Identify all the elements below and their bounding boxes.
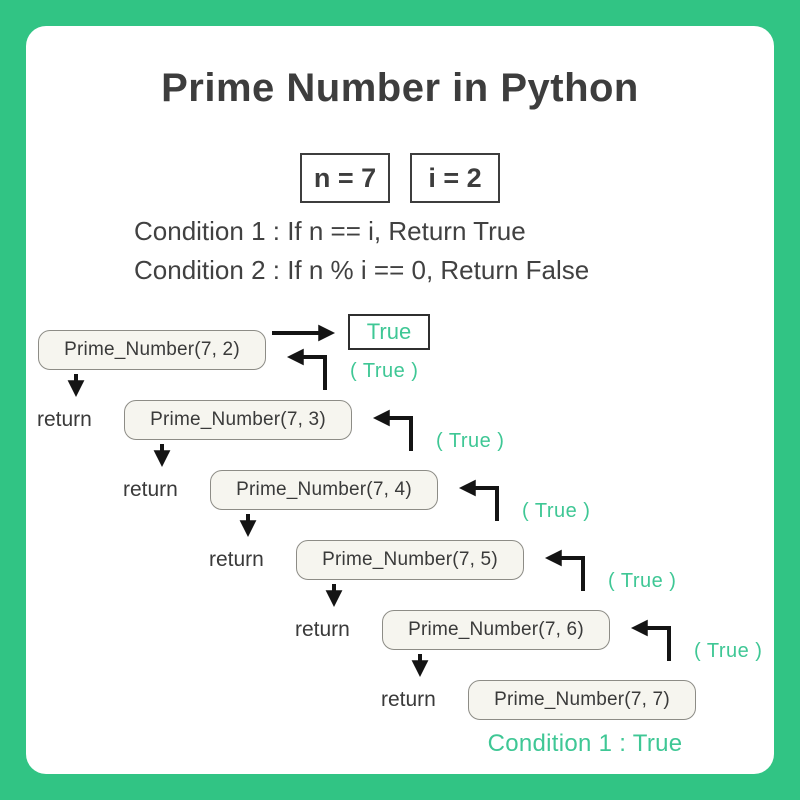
page-title: Prime Number in Python [161,66,639,110]
call-box-7-6: Prime_Number(7, 6) [382,610,610,650]
final-status: Condition 1 : True [487,730,683,757]
return-value-1: ( True ) [350,360,419,382]
return-label-4: return [295,618,350,641]
return-value-4: ( True ) [608,570,677,592]
return-label-1: return [37,408,92,431]
result-true-box: True [348,314,430,350]
return-value-3: ( True ) [522,500,591,522]
call-box-7-5: Prime_Number(7, 5) [296,540,524,580]
call-box-7-4: Prime_Number(7, 4) [210,470,438,510]
call-box-7-2: Prime_Number(7, 2) [38,330,266,370]
param-box-n: n = 7 [300,153,390,203]
return-label-2: return [123,478,178,501]
condition-1-text: Condition 1 : If n == i, Return True [134,216,526,246]
return-label-5: return [381,688,436,711]
conditions-block: Condition 1 : If n == i, Return True Con… [134,212,589,290]
condition-2-text: Condition 2 : If n % i == 0, Return Fals… [134,255,590,285]
param-box-i: i = 2 [410,153,500,203]
return-label-3: return [209,548,264,571]
call-box-7-3: Prime_Number(7, 3) [124,400,352,440]
return-value-5: ( True ) [694,640,763,662]
return-value-2: ( True ) [436,430,505,452]
call-box-7-7: Prime_Number(7, 7) [468,680,696,720]
